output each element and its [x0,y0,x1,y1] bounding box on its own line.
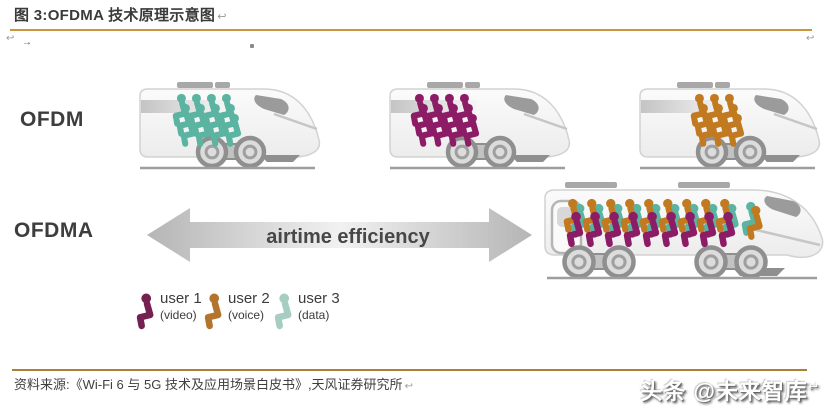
legend-user3: user 3 (data) [274,290,340,330]
airtime-efficiency-arrow: airtime efficiency [147,208,532,262]
legend-sublabel-user3: (data) [298,308,330,322]
user1-person-icon [136,293,154,330]
double-arrow-shape [147,208,532,262]
legend-label-user2: user 2 [228,290,270,307]
paragraph-return-icon: ↩ [806,33,815,44]
row-label-ofdm: OFDM [20,108,84,131]
ofdm-train-2 [389,82,571,170]
arrow-label: airtime efficiency [266,226,430,248]
title-rule [10,29,812,31]
ofdm-train-1 [139,82,321,170]
legend-user2: user 2 (voice) [204,290,270,330]
ofdma-train [544,182,824,280]
ofdma-principle-diagram: airtime efficiency [139,82,824,280]
ofdm-train-3 [639,82,821,170]
source-text: 资料来源:《Wi-Fi 6 与 5G 技术及应用场景白皮书》,天风证券研究所 [14,377,403,392]
legend-sublabel-user2: (voice) [228,308,265,322]
watermark: 头条 @未来智库↩ [640,374,819,406]
paragraph-return-icon: ↩ [6,33,15,44]
legend-label-user1: user 1 [160,290,202,307]
figure-caption-text: 图 3:OFDMA 技术原理示意图 [14,7,216,24]
user2-person-icon [204,293,222,330]
small-arrow-icon: → [22,37,32,48]
watermark-return-icon: ↩ [807,379,819,394]
watermark-text: 头条 @未来智库 [640,379,808,404]
cursor-speck [250,44,254,48]
user3-person-icon [274,293,292,330]
source-line: 资料来源:《Wi-Fi 6 与 5G 技术及应用场景白皮书》,天风证券研究所↩ [14,374,413,393]
row-label-ofdma: OFDMA [14,219,94,242]
paragraph-return-icon: ↩ [217,11,227,23]
trains-group [139,82,824,280]
legend-sublabel-user1: (video) [160,308,197,322]
paragraph-return-icon: ↩ [404,381,413,392]
source-rule [12,369,807,371]
figure-caption: 图 3:OFDMA 技术原理示意图↩ [14,4,227,25]
legend-user1: user 1 (video) [136,290,202,330]
legend-label-user3: user 3 [298,290,340,307]
